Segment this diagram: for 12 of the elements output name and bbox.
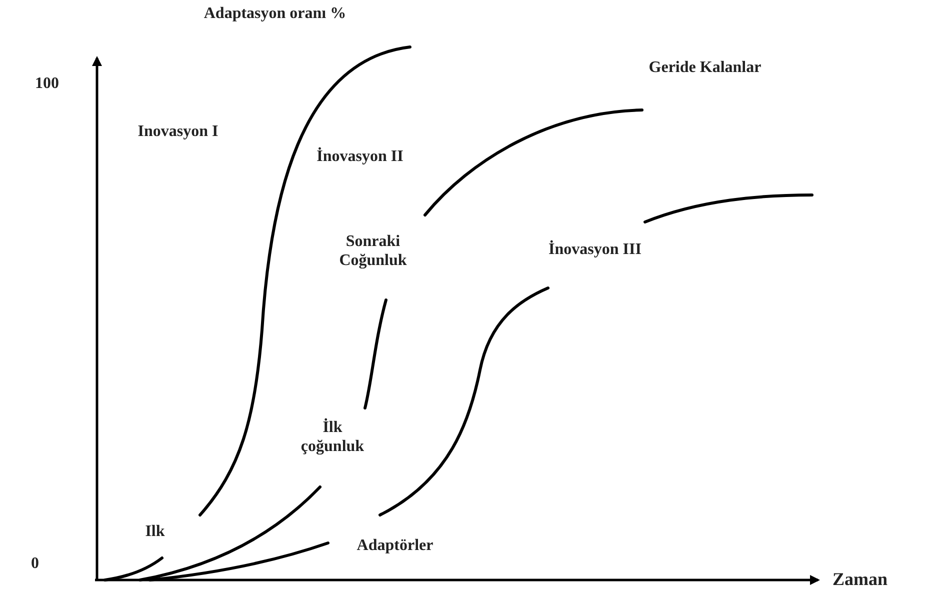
curve-label: Inovasyon I [136, 122, 220, 141]
axis-title: Adaptasyon oranı % [202, 4, 348, 23]
curve-label: Adaptörler [356, 536, 434, 555]
curve-label: Ilk [144, 522, 166, 541]
curve-label: Geride Kalanlar [648, 58, 762, 77]
curve-label: İlk çoğunluk [300, 418, 366, 456]
tick-label: 100 [34, 74, 60, 93]
curve-label: Sonraki Coğunluk [338, 232, 408, 270]
axis-title: Zaman [831, 570, 888, 589]
curve-label: İnovasyon II [316, 147, 404, 166]
curve-label: İnovasyon III [548, 240, 642, 259]
tick-label: 0 [30, 554, 40, 573]
